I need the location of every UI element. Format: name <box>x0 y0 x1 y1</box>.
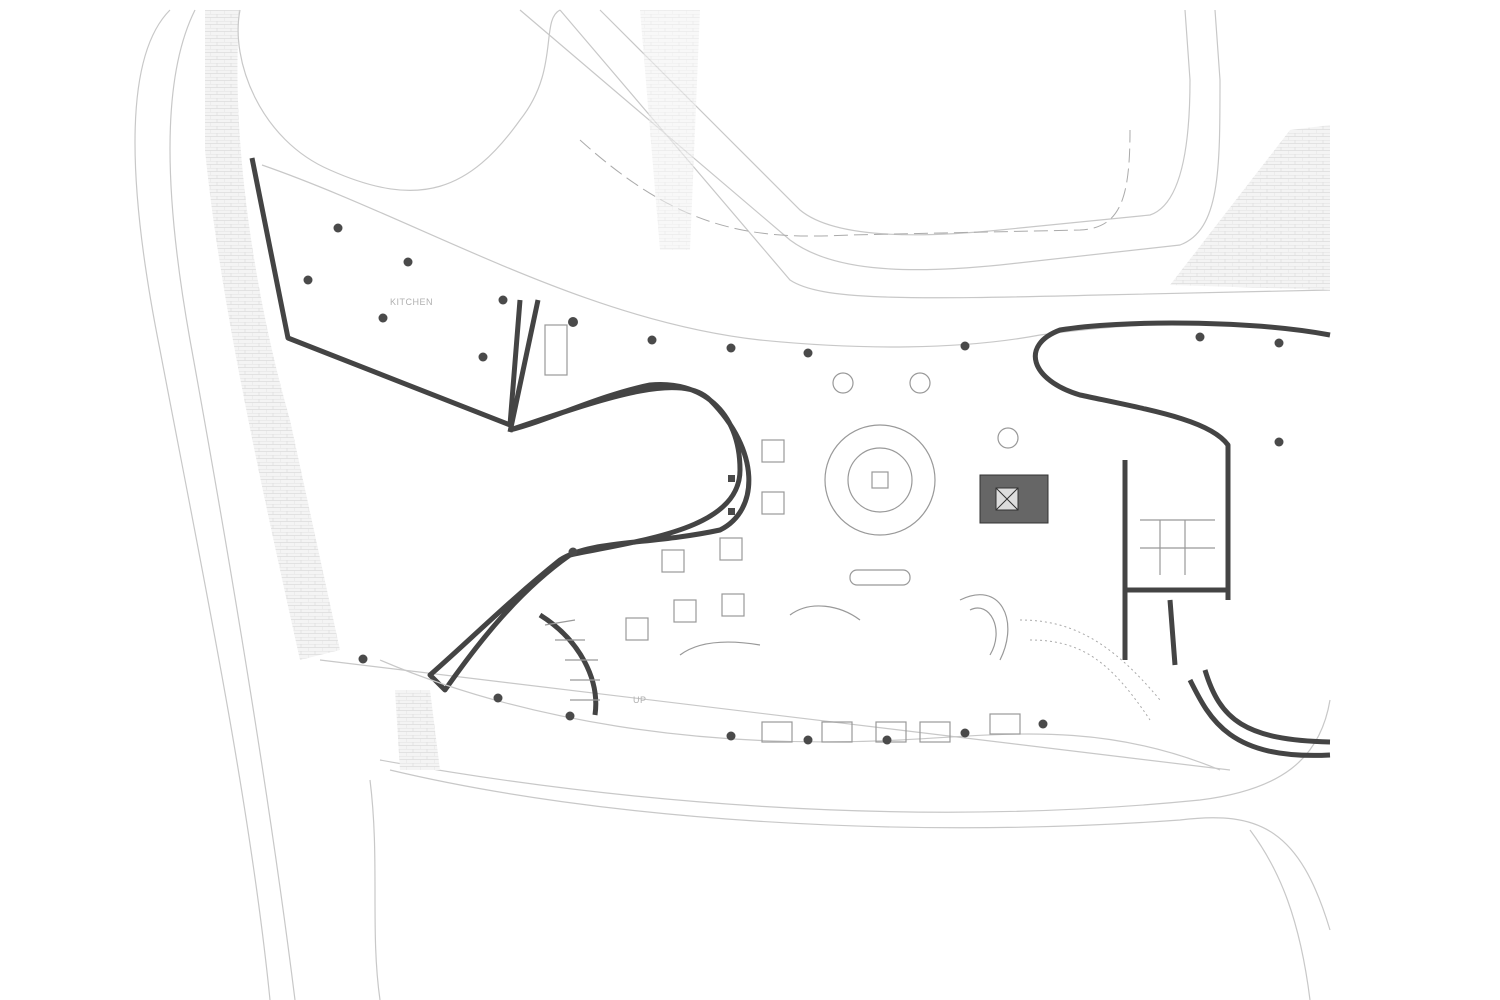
kitchen-divider <box>507 299 541 433</box>
east-wall <box>1032 320 1331 600</box>
kitchen-wall <box>249 157 523 428</box>
serpentine-wall <box>427 381 752 693</box>
furniture <box>544 324 1021 743</box>
stairs <box>538 594 1161 721</box>
paved-strip-left <box>205 10 340 660</box>
central-bar <box>824 424 936 536</box>
paved-strip-right <box>1170 125 1330 290</box>
core-wall <box>1122 460 1331 758</box>
room-label-kitchen: KITCHEN <box>390 297 433 307</box>
paved-strip-top <box>640 10 700 250</box>
columns <box>303 223 1284 745</box>
stair-label-up: UP <box>633 695 647 705</box>
site-lines <box>134 9 1331 1000</box>
building-walls <box>249 157 1331 771</box>
